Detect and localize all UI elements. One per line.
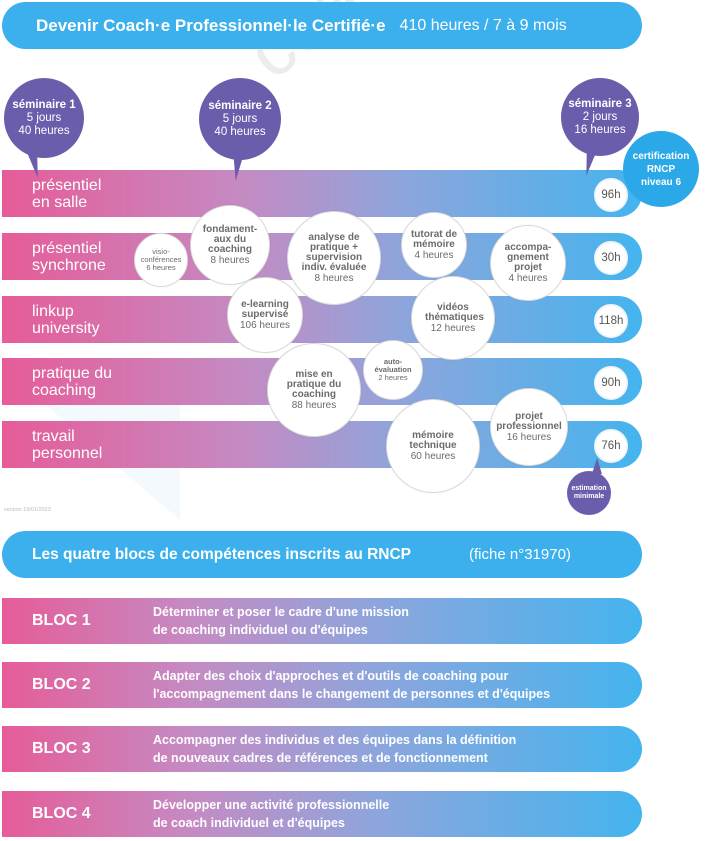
hours-badge: 118h (594, 304, 628, 338)
activity-hours: 4 heures (414, 249, 454, 261)
seminar-days: 2 jours (582, 110, 618, 123)
activity-analyse-pratique: analyse de pratique + supervision indiv.… (287, 211, 381, 305)
activity-memoire-technique: mémoire technique 60 heures (386, 399, 480, 493)
row-label: travail personnel (32, 428, 103, 462)
bloc-desc-line: Développer une activité professionnelle (153, 798, 390, 812)
seminar-days: 5 jours (26, 111, 62, 124)
bloc-3: BLOC 3 Accompagner des individus et des … (2, 726, 642, 772)
activity-videos: vidéos thématiques 12 heures (411, 276, 495, 360)
bloc-description: Déterminer et poser le cadre d'une missi… (153, 603, 623, 639)
activity-title: tutorat de mémoire (410, 228, 458, 250)
bloc-name: BLOC 4 (32, 805, 91, 822)
seminar-hours: 40 heures (214, 125, 266, 138)
activity-title: mémoire technique (409, 429, 457, 451)
activity-title: auto-évaluation (374, 357, 412, 374)
activity-hours: 60 heures (410, 450, 456, 462)
activity-projet-pro: projet professionnel 16 heures (490, 388, 568, 466)
bloc-name: BLOC 2 (32, 676, 91, 693)
activity-title: fondament-aux du coaching (202, 223, 258, 255)
activity-hours: 6 heures (146, 263, 176, 272)
activity-hours: 8 heures (210, 254, 250, 266)
estimation-badge: estimation minimale (567, 471, 611, 515)
page-title-bar: Devenir Coach·e Professionnel·le Certifi… (2, 2, 642, 49)
bloc-4: BLOC 4 Développer une activité professio… (2, 791, 642, 837)
bloc-name: BLOC 3 (32, 740, 91, 757)
bloc-desc-line: Déterminer et poser le cadre d'une missi… (153, 605, 409, 619)
bloc-1: BLOC 1 Déterminer et poser le cadre d'un… (2, 598, 642, 644)
bloc-desc-line: Accompagner des individus et des équipes… (153, 733, 517, 747)
activity-title: mise en pratique du coaching (286, 368, 342, 400)
hours-badge: 96h (594, 178, 628, 212)
seminar-hours: 40 heures (18, 124, 70, 137)
bloc-2: BLOC 2 Adapter des choix d'approches et … (2, 662, 642, 708)
rncp-fiche: (fiche n°31970) (469, 546, 571, 563)
seminar-title: séminaire 3 (568, 97, 632, 110)
row-label: linkup university (32, 303, 100, 337)
activity-hours: 12 heures (430, 322, 476, 334)
activity-title: projet professionnel (496, 410, 562, 432)
activity-visio: visio-conférences 6 heures (134, 233, 188, 287)
bloc-desc-line: l'accompagnement dans le changement de p… (153, 687, 551, 701)
activity-title: accompa-gnement projet (504, 241, 552, 273)
activity-mise-en-pratique: mise en pratique du coaching 88 heures (267, 343, 361, 437)
row-label: présentiel synchrone (32, 240, 106, 274)
hours-badge: 90h (594, 366, 628, 400)
estimation-text: estimation minimale (571, 485, 607, 500)
bloc-desc-line: de nouveaux cadres de références et de f… (153, 751, 488, 765)
version-text: version 19/01/2023 (4, 507, 51, 513)
activity-hours: 106 heures (239, 319, 291, 331)
bloc-name: BLOC 1 (32, 612, 91, 629)
certification-text: certification RNCP niveau 6 (632, 150, 690, 188)
activity-title: analyse de pratique + supervision indiv.… (301, 231, 367, 273)
activity-accompagnement: accompa-gnement projet 4 heures (490, 225, 566, 301)
row-presentiel-salle: présentiel en salle 96h (2, 170, 642, 217)
activity-hours: 88 heures (291, 399, 337, 411)
activity-hours: 2 heures (378, 373, 408, 382)
bloc-description: Accompagner des individus et des équipes… (153, 731, 623, 767)
seminar-2-bubble: séminaire 2 5 jours 40 heures (199, 78, 281, 160)
seminar-3-bubble: séminaire 3 2 jours 16 heures (561, 78, 639, 156)
activity-tutorat: tutorat de mémoire 4 heures (401, 212, 467, 278)
row-label: pratique du coaching (32, 365, 113, 399)
bloc-description: Développer une activité professionnelle … (153, 796, 623, 832)
activity-fondamentaux: fondament-aux du coaching 8 heures (190, 205, 270, 285)
bloc-desc-line: de coaching individuel ou d'équipes (153, 623, 368, 637)
activity-elearning: e-learning supervisé 106 heures (227, 277, 303, 353)
seminar-1-bubble: séminaire 1 5 jours 40 heures (4, 78, 84, 158)
row-label: présentiel en salle (32, 177, 102, 211)
seminar-days: 5 jours (222, 112, 258, 125)
activity-title: vidéos thématiques (425, 301, 484, 323)
bloc-description: Adapter des choix d'approches et d'outil… (153, 667, 623, 703)
certification-badge: certification RNCP niveau 6 (623, 131, 699, 207)
activity-hours: 4 heures (508, 272, 548, 284)
bloc-desc-line: Adapter des choix d'approches et d'outil… (153, 669, 509, 683)
seminar-title: séminaire 2 (208, 99, 272, 112)
rncp-title-bar: Les quatre blocs de compétences inscrits… (2, 531, 642, 578)
rncp-title: Les quatre blocs de compétences inscrits… (32, 545, 412, 563)
row-linkup-university: linkup university 118h (2, 296, 642, 343)
seminar-title: séminaire 1 (12, 98, 76, 111)
activity-autoevaluation: auto-évaluation 2 heures (363, 340, 423, 400)
hours-badge: 30h (594, 241, 628, 275)
hours-badge: 76h (594, 429, 628, 463)
activity-hours: 16 heures (506, 431, 552, 443)
activity-title: e-learning supervisé (241, 298, 289, 320)
activity-hours: 8 heures (314, 272, 354, 284)
page-title: Devenir Coach·e Professionnel·le Certifi… (36, 15, 386, 35)
page-subtitle: 410 heures / 7 à 9 mois (399, 16, 567, 34)
bloc-desc-line: de coach individuel et d'équipes (153, 816, 345, 830)
activity-title: visio-conférences (140, 247, 182, 264)
seminar-hours: 16 heures (574, 123, 626, 136)
